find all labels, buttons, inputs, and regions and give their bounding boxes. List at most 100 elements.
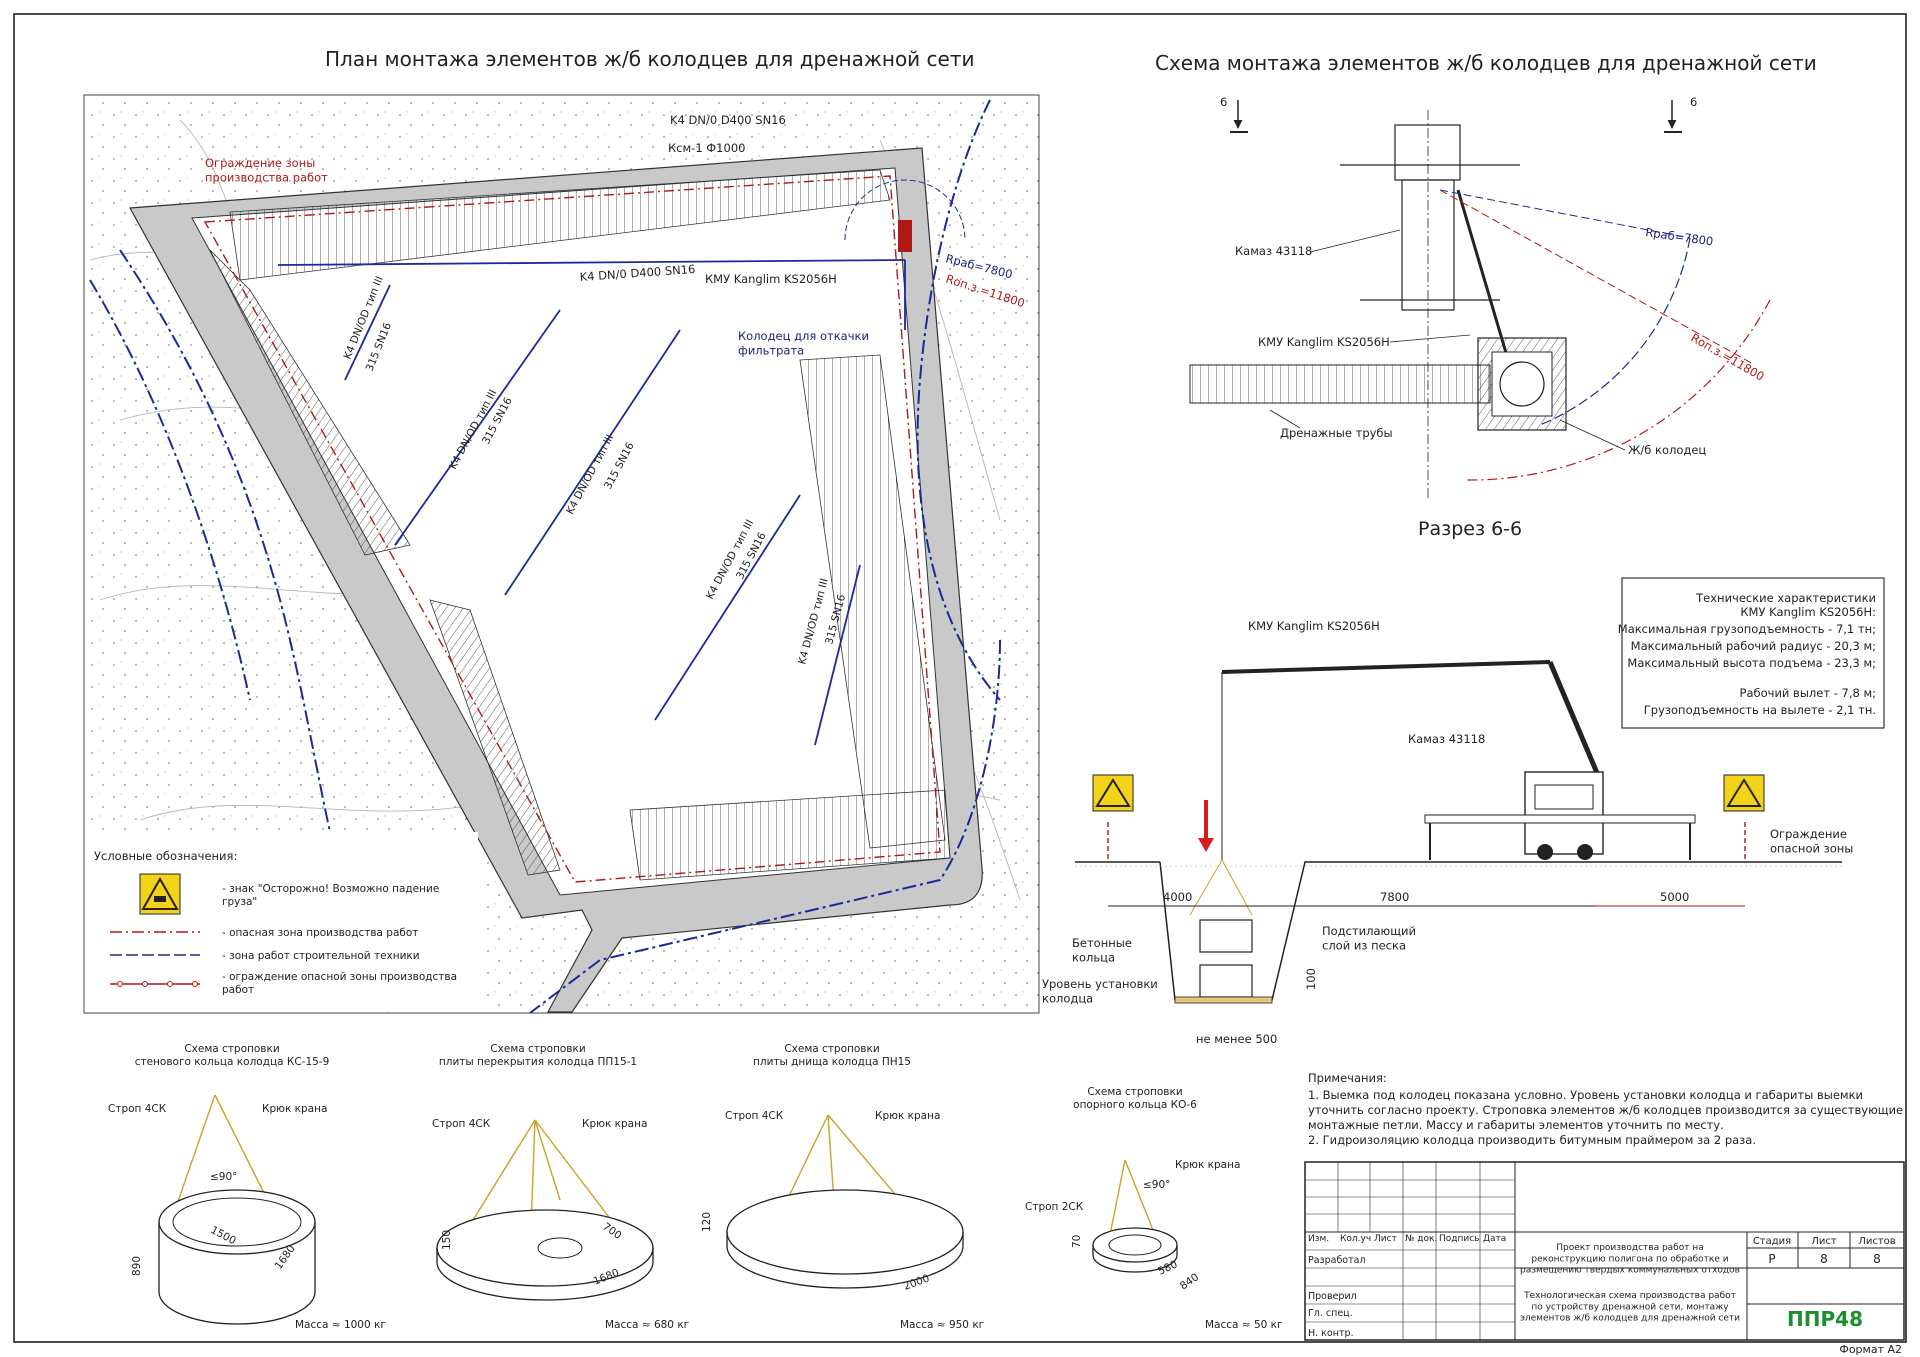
label-r-rab-top: Rраб=7800: [1645, 225, 1715, 248]
hook-label: Крюк крана: [582, 1118, 647, 1130]
plan-title: План монтажа элементов ж/б колодцев для …: [325, 47, 974, 71]
label-kamaz-side: Камаз 43118: [1408, 732, 1485, 746]
arc-working-radius: [1539, 237, 1691, 426]
label-kmu-side: КМУ Kanglim KS2056H: [1248, 619, 1380, 633]
stamp-stage: Р: [1768, 1252, 1775, 1266]
mass-label: Масса ≈ 1000 кг: [295, 1319, 386, 1331]
slab-pn: [726, 1189, 964, 1275]
stamp-col: № док.: [1405, 1234, 1437, 1244]
sling-label: Строп 2СК: [1025, 1201, 1084, 1213]
crane-boom-side: [1221, 660, 1551, 674]
angle-label: ≤90°: [210, 1171, 237, 1183]
load-arrow: [1198, 838, 1214, 852]
trench-profile: [1159, 861, 1842, 1001]
outriggers-side: [1424, 814, 1696, 824]
stamp-row: Н. контр.: [1308, 1328, 1354, 1339]
note-line: монтажные петли. Массу и габариты элемен…: [1308, 1118, 1724, 1132]
scheme-view: 6 6 Камаз 43118 КМУ Kanglim KS2056H Rраб…: [1189, 95, 1771, 500]
hook-label: Крюк крана: [262, 1103, 327, 1115]
specs-line: Рабочий вылет - 7,8 м;: [1740, 686, 1876, 700]
hook-label: Крюк крана: [1175, 1159, 1240, 1171]
warning-icon: [1092, 774, 1134, 812]
label-min-500: не менее 500: [1196, 1032, 1277, 1046]
dim-5000: 5000: [1660, 890, 1689, 904]
slope-north: [229, 169, 891, 281]
dim: 70: [1071, 1235, 1083, 1248]
slab-pp: [436, 1209, 654, 1287]
title-block: [1304, 1161, 1905, 1341]
stamp-col: Подпись: [1439, 1234, 1479, 1244]
ppr48-logo: ППР48: [1787, 1307, 1863, 1331]
label-kamaz-top: Камаз 43118: [1235, 244, 1312, 258]
dim: 2000: [902, 1272, 931, 1292]
label-k4-d400: K4 DN/0 D400 SN16: [670, 113, 786, 127]
specs-subtitle: КМУ Kanglim KS2056H:: [1740, 605, 1876, 619]
label-r-opz-top: Rоп.з.=11800: [1689, 330, 1767, 383]
legend: Условные обозначения: - знак "Осторожно!…: [86, 832, 478, 1012]
sand-layer: [1174, 996, 1273, 1004]
external-utilities: [89, 99, 1001, 1014]
stamp-col: Дата: [1483, 1234, 1506, 1244]
scheme-title: Схема монтажа элементов ж/б колодцев для…: [1155, 51, 1817, 75]
stamp-sheet-title: Технологическая схема производства работ…: [1520, 1291, 1740, 1324]
notes: Примечания: 1. Выемка под колодец показа…: [1308, 1071, 1903, 1147]
dim-4000: 4000: [1163, 890, 1192, 904]
mass-label: Масса ≈ 950 кг: [900, 1319, 984, 1331]
specs-line: Максимальный рабочий радиус - 20,3 м;: [1631, 639, 1876, 653]
stamp-sheet: 8: [1820, 1252, 1828, 1266]
stamp-sheet-header: Лист: [1811, 1236, 1837, 1247]
truck-cab: [1394, 124, 1461, 181]
sheet-frame: [13, 13, 1907, 1343]
warning-icon: [139, 873, 181, 915]
slope-west: [209, 249, 411, 556]
section-mark-right: 6: [1690, 95, 1697, 109]
dim-7800: 7800: [1380, 890, 1409, 904]
legend-title: Условные обозначения:: [94, 849, 237, 863]
truck-cab-side: [1524, 771, 1604, 855]
stamp-row: Проверил: [1308, 1291, 1357, 1302]
label-kmu-plan: КМУ Kanglim KS2056H: [705, 272, 837, 286]
specs-line: Максимальная грузоподъемность - 7,1 тн;: [1618, 622, 1876, 636]
specs-title: Технические характеристики: [1695, 591, 1876, 605]
slope-southwest: [429, 599, 561, 876]
specs-line: Максимальный высота подъема - 23,3 м;: [1627, 656, 1876, 670]
dim: 120: [701, 1212, 713, 1232]
dim: 150: [441, 1230, 453, 1250]
stamp-row: Разработал: [1308, 1255, 1366, 1266]
stamp-sheets-header: Листов: [1858, 1236, 1895, 1247]
specs-line: Грузоподъемность на вылете - 2,1 тн.: [1644, 703, 1876, 717]
legend-swatch-fence-posts: [117, 981, 198, 987]
drain-pipes-top: [1189, 364, 1491, 404]
label-rc-well: Ж/б колодец: [1628, 443, 1706, 457]
note-line: 2. Гидроизоляцию колодца производить бит…: [1308, 1133, 1756, 1147]
section-view: 4000 7800 5000 КМУ Kanglim KS2056H Камаз…: [1042, 619, 1853, 1046]
label-kmu-top: КМУ Kanglim KS2056H: [1258, 335, 1390, 349]
angle-label: ≤90°: [1143, 1179, 1170, 1191]
stamp-col: Изм.: [1308, 1234, 1329, 1244]
label-drain-pipes: Дренажные трубы: [1280, 426, 1393, 440]
section-title: Разрез 6-6: [1418, 518, 1522, 540]
note-line: уточнить согласно проекту. Строповка эле…: [1308, 1103, 1903, 1117]
label-100: 100: [1304, 968, 1318, 990]
dim: 580: [1156, 1258, 1179, 1277]
legend-item-danger: - опасная зона производства работ: [222, 927, 418, 939]
ring-ks: [158, 1189, 316, 1255]
dim: 890: [131, 1256, 143, 1276]
section-mark-left: 6: [1220, 95, 1227, 109]
arc-danger-radius: [1464, 299, 1771, 481]
sling-label: Строп 4СК: [108, 1103, 167, 1115]
stamp-col: Лист: [1374, 1234, 1397, 1244]
